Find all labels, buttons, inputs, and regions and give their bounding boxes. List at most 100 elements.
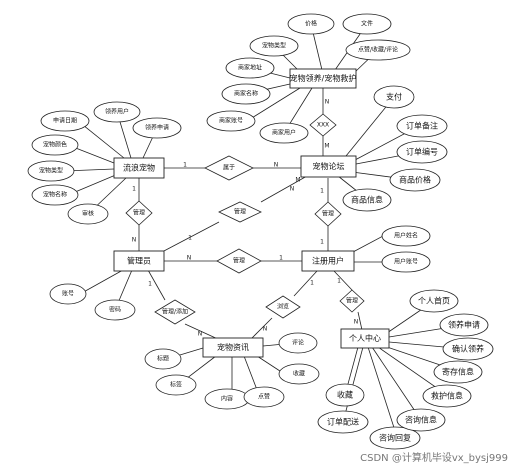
card-9: 1 [320, 188, 324, 195]
attr-forum-goods-label: 商品信息 [351, 195, 383, 205]
attr-info-title: 标题 [144, 348, 182, 370]
attr-adopt-type-label: 宠物类型 [262, 42, 286, 50]
card-10: 1 [320, 239, 324, 246]
attr-stray-color: 宠物颜色 [31, 134, 79, 156]
attr-pc-info: 寄存信息 [433, 360, 483, 384]
card-11: N [187, 255, 192, 262]
card-5: 1 [132, 186, 136, 193]
attr-admin-pwd-label: 密码 [109, 306, 121, 314]
attr-pc-home: 个人首页 [409, 289, 459, 313]
attr-adopt-address-label: 商家地址 [238, 64, 262, 72]
card-13: 1 [148, 281, 152, 288]
attr-stray-user: 领养用户 [93, 101, 141, 123]
card-14: N [198, 331, 203, 338]
attr-pc-order-label: 订单配送 [327, 417, 359, 427]
relation-forum-adopt: XXX [309, 113, 337, 137]
entity-pet-adoption-label: 宠物领养/宠物救护 [290, 73, 357, 83]
watermark: CSDN @计算机毕设vx_bysj999 [360, 453, 508, 464]
entity-pet-info: 宠物资讯 [202, 337, 264, 358]
relation-stray-forum-label: 属于 [223, 165, 235, 172]
attr-stray-user-label: 领养用户 [105, 108, 129, 116]
attr-info-content: 内容 [204, 388, 250, 410]
entity-pet-adoption: 宠物领养/宠物救护 [289, 68, 357, 89]
entity-pet-forum-label: 宠物论坛 [313, 161, 345, 171]
relation-admin-info-label: 管理/添加 [162, 308, 188, 316]
relation-admin-forum-label: 管理 [234, 208, 246, 216]
attr-pc-collect-label: 收藏 [337, 390, 353, 400]
attr-adopt-shopacct: 商家账号 [206, 110, 256, 132]
entity-admin: 管理员 [113, 250, 165, 272]
attr-stray-name-label: 宠物名称 [43, 191, 67, 199]
attr-admin-acct: 账号 [49, 283, 87, 305]
attr-adopt-address: 商家地址 [225, 57, 275, 79]
relation-user-center: 管理 [339, 289, 365, 313]
card-12: 1 [279, 255, 283, 262]
attr-info-content-label: 内容 [221, 395, 233, 403]
card-19: M [295, 177, 300, 184]
attr-stray-date-label: 申请日期 [53, 117, 77, 125]
attr-user-name: 用户姓名 [381, 225, 431, 247]
attr-forum-price-label: 商品价格 [399, 175, 431, 185]
attr-admin-acct-label: 账号 [62, 290, 74, 298]
attr-info-collect: 收藏 [278, 363, 320, 385]
card-16: N [263, 326, 268, 333]
attr-adopt-user-label: 商家用户 [272, 129, 296, 137]
attr-admin-pwd: 密码 [94, 299, 136, 321]
relation-user-forum-label: 管理 [322, 210, 334, 218]
entity-admin-label: 管理员 [127, 256, 151, 266]
attr-user-acct: 用户账号 [381, 251, 431, 273]
card-7: 1 [188, 235, 192, 242]
attr-info-tag: 标签 [155, 374, 197, 396]
attr-pc-adopt-apply: 领养申请 [439, 313, 489, 337]
attr-adopt-price: 价格 [287, 13, 335, 35]
attr-stray-apply: 领养申请 [132, 117, 182, 139]
attr-stray-audit-label: 审核 [82, 210, 94, 218]
attr-pc-confirm: 确认领养 [442, 337, 494, 361]
card-18: N [354, 319, 359, 326]
card-15: 1 [310, 280, 314, 287]
attr-pc-info-label: 寄存信息 [442, 367, 474, 377]
cardinalities: N M 1 N 1 N 1 N 1 1 N 1 1 N 1 N 1 N M [132, 99, 359, 338]
attr-forum-remark: 订单备注 [396, 114, 448, 138]
attr-info-comment: 评论 [278, 332, 318, 354]
card-3: 1 [183, 162, 187, 169]
relation-admin-user: 管理 [216, 248, 262, 274]
card-8: N [290, 186, 295, 193]
relation-user-info: 浏览 [265, 295, 301, 319]
attr-adopt-shopname: 商家名称 [221, 83, 271, 105]
entity-registered-user-label: 注册用户 [312, 256, 344, 266]
attr-pc-reply: 咨询回复 [369, 426, 421, 450]
attr-pc-rescue-label: 救护信息 [431, 391, 463, 401]
attr-adopt-price-label: 价格 [305, 20, 317, 28]
relation-user-forum: 管理 [314, 201, 342, 227]
attr-stray-apply-label: 领养申请 [145, 124, 169, 132]
attr-pc-adopt-apply-label: 领养申请 [448, 320, 480, 330]
relation-user-center-label: 管理 [346, 297, 358, 305]
attr-forum-goods: 商品信息 [342, 188, 392, 212]
attr-adopt-shopname-label: 商家名称 [234, 90, 258, 98]
entity-stray-pet: 流浪宠物 [113, 157, 165, 179]
attr-stray-type: 宠物类型 [27, 160, 75, 182]
attr-info-title-label: 标题 [157, 355, 169, 363]
entity-pet-info-label: 宠物资讯 [217, 342, 249, 352]
relation-admin-info: 管理/添加 [154, 299, 196, 325]
attr-adopt-collect: 点赞/收藏/评论 [345, 39, 411, 61]
attr-pc-rescue: 救护信息 [422, 384, 472, 408]
entity-stray-pet-label: 流浪宠物 [123, 163, 155, 173]
attr-stray-date: 申请日期 [40, 110, 90, 132]
attr-adopt-collect-label: 点赞/收藏/评论 [358, 46, 398, 54]
attr-info-like-label: 点赞 [258, 393, 270, 401]
attr-forum-pay-label: 支付 [386, 92, 402, 102]
attr-pc-order: 订单配送 [317, 410, 369, 434]
attr-adopt-file-label: 文件 [361, 20, 373, 28]
entity-personal-center: 个人中心 [340, 328, 390, 349]
relation-admin-stray: 管理 [125, 200, 153, 226]
card-6: N [132, 237, 137, 244]
relation-user-info-label: 浏览 [277, 303, 289, 311]
attr-user-acct-label: 用户账号 [394, 258, 418, 266]
attr-info-like: 点赞 [243, 386, 285, 408]
attr-forum-pay: 支付 [373, 85, 415, 109]
attr-forum-orderno: 订单编号 [396, 140, 448, 164]
attr-pc-confirm-label: 确认领养 [452, 344, 484, 354]
attr-stray-type-label: 宠物类型 [39, 167, 63, 175]
